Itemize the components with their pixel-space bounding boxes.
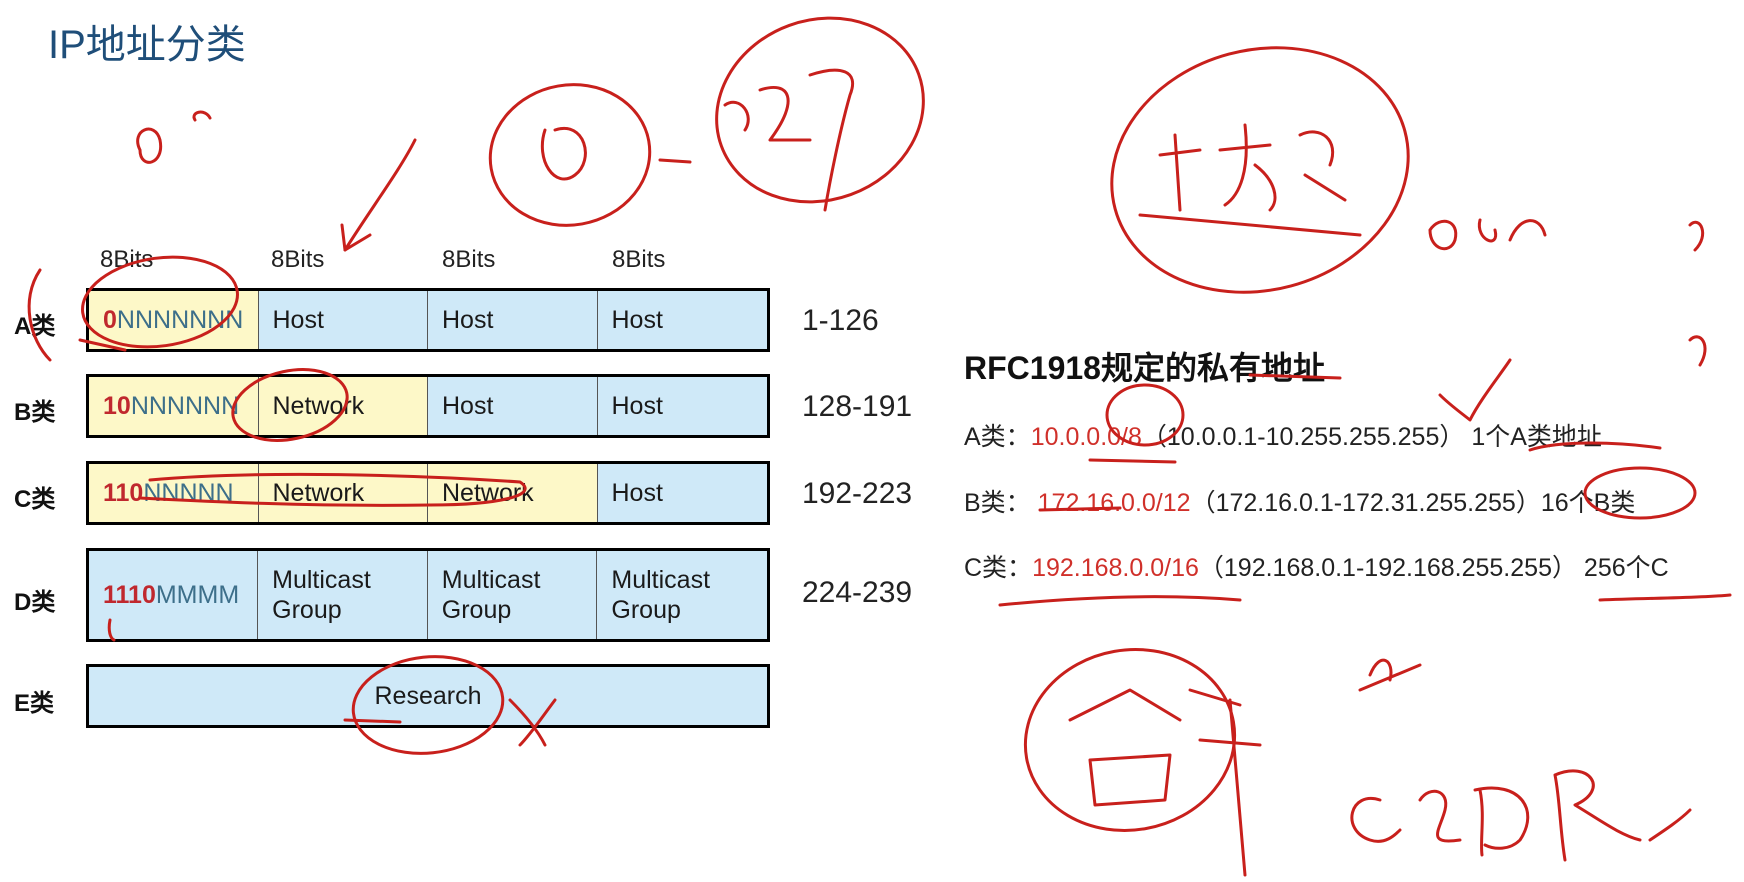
class-a-fill: NNNNNNN: [116, 306, 244, 334]
rfc-line-a: A类：10.0.0.0/8（10.0.0.1-10.255.255.255） 1…: [964, 417, 1602, 453]
annotation-stroke: [488, 83, 652, 227]
rfc-note: 256个C: [1583, 554, 1669, 582]
class-d-cell: Multicast Group: [597, 551, 767, 639]
class-e-bar: Research: [86, 664, 770, 728]
annotation-stroke: [1068, 688, 1182, 722]
annotation-stroke: [1438, 358, 1512, 422]
rfc-line-c: C类：192.168.0.0/16（192.168.0.1-192.168.25…: [964, 548, 1669, 584]
annotation-stroke: [808, 68, 854, 212]
bits-header: 8Bits: [271, 246, 325, 273]
class-b-range: 128-191: [802, 390, 913, 423]
rfc-note: 1个A类地址: [1471, 423, 1602, 451]
rfc-line-b: B类： 172.16.0.0/12（172.16.0.1-172.31.255.…: [964, 483, 1635, 519]
class-c-label: C类: [14, 486, 56, 513]
class-c-cell: Network: [428, 464, 598, 522]
class-e-label: E类: [14, 690, 55, 717]
class-b-prefix: 10: [103, 392, 131, 420]
annotation-stroke: [343, 138, 417, 252]
class-b-fill: NNNNNN: [130, 392, 240, 420]
annotation-stroke: [1350, 796, 1402, 843]
rfc-note: 16个B类: [1540, 489, 1636, 517]
rfc-class-label: B类：: [964, 489, 1031, 517]
annotation-stroke: [1110, 46, 1410, 294]
class-d-range: 224-239: [802, 576, 913, 609]
rfc-range: （192.168.0.1-192.168.255.255）: [1198, 554, 1577, 582]
class-c-cell: Host: [597, 464, 767, 522]
class-d-cell: Multicast Group: [427, 551, 598, 639]
annotation-stroke: [1188, 688, 1262, 877]
annotation-stroke: [998, 595, 1242, 607]
rfc-network: 172.16.0.0/12: [1037, 489, 1191, 517]
rfc-range: （172.16.0.1-172.31.255.255）: [1190, 489, 1541, 517]
annotation-stroke: [758, 85, 812, 142]
annotation-stroke: [1088, 458, 1177, 464]
annotation-stroke: [723, 101, 750, 132]
annotation-stroke: [1688, 335, 1707, 367]
annotation-stroke: [658, 158, 692, 164]
class-a-prefix: 0: [103, 306, 117, 334]
class-b-cell: Network: [258, 377, 428, 435]
annotation-stroke: [1473, 786, 1530, 857]
class-d-label: D类: [14, 589, 56, 616]
rfc-class-label: A类：: [964, 423, 1031, 451]
page-title: IP地址分类: [48, 23, 246, 67]
annotation-stroke: [1218, 123, 1277, 212]
annotation-stroke: [1088, 753, 1172, 807]
bits-header: 8Bits: [612, 246, 666, 273]
rfc-network: 10.0.0.0/8: [1030, 423, 1142, 451]
class-d-cell: Multicast Group: [258, 551, 428, 639]
class-a-cell: Host: [597, 291, 767, 349]
class-c-prefix: 110: [103, 479, 144, 507]
annotation-stroke: [1023, 648, 1237, 832]
annotation-stroke: [1598, 593, 1732, 602]
bits-header: 8Bits: [100, 246, 154, 273]
class-b-label: B类: [14, 399, 56, 426]
annotation-stroke: [1298, 130, 1347, 202]
annotation-stroke: [1508, 219, 1547, 242]
class-c-cell: Network: [258, 464, 428, 522]
class-a-label: A类: [14, 313, 56, 340]
annotation-stroke: [715, 16, 925, 204]
class-d-fill: MMMM: [155, 581, 240, 609]
class-d-prefix: 1110: [103, 581, 156, 609]
rfc-range: （10.0.0.1-10.255.255.255）: [1141, 423, 1465, 451]
class-c-range: 192-223: [802, 477, 913, 510]
class-a-cell: Host: [258, 291, 428, 349]
class-a-range: 1-126: [802, 304, 879, 337]
annotation-stroke: [1553, 769, 1642, 862]
annotation-stroke: [1418, 789, 1462, 843]
annotation-stroke: [136, 127, 163, 164]
research-label: Research: [374, 681, 482, 710]
class-b-cell: Host: [428, 377, 598, 435]
rfc-class-label: C类：: [964, 554, 1033, 582]
rfc1918-title: RFC1918规定的私有地址: [964, 350, 1325, 386]
class-a-cell: Host: [428, 291, 598, 349]
rfc-network: 192.168.0.0/16: [1032, 554, 1199, 582]
annotation-stroke: [1688, 221, 1705, 252]
annotation-stroke: [340, 223, 347, 252]
annotation-stroke: [1358, 658, 1422, 692]
annotation-stroke: [1428, 219, 1458, 251]
annotation-stroke: [540, 126, 587, 181]
bits-header: 8Bits: [442, 246, 496, 273]
annotation-stroke: [192, 110, 212, 122]
class-c-fill: NNNNN: [143, 479, 234, 507]
class-b-cell: Host: [597, 377, 767, 435]
annotation-stroke: [1648, 808, 1692, 842]
annotation-stroke: [1138, 133, 1362, 237]
annotation-stroke: [1477, 218, 1498, 243]
